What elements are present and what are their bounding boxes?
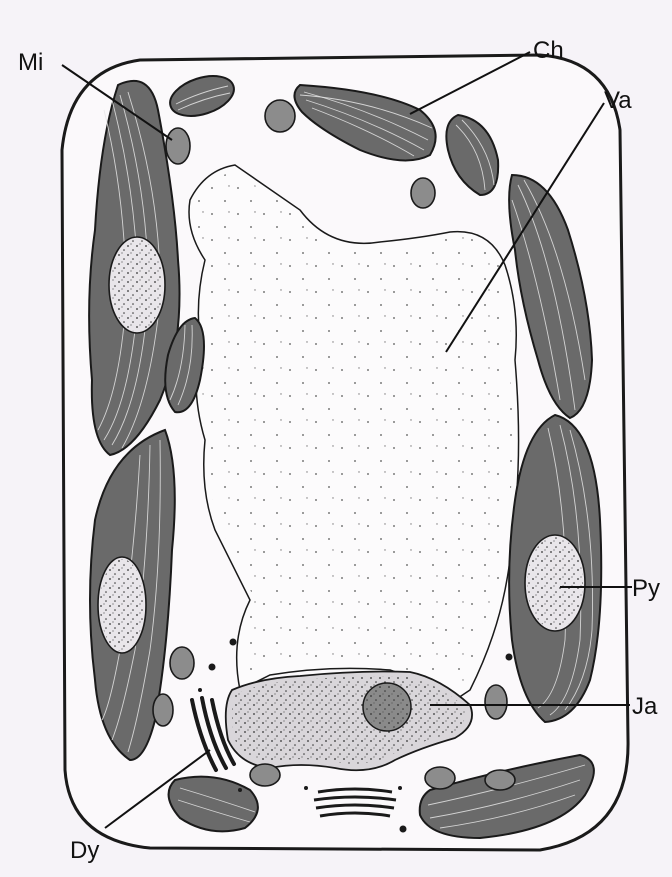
label-py: Py (632, 575, 660, 602)
chloroplast-right-lower (509, 415, 601, 722)
label-mi: Mi (18, 49, 43, 76)
label-dy: Dy (70, 837, 99, 864)
label-ja: Ja (632, 693, 658, 720)
label-ch: Ch (533, 37, 564, 64)
label-va: Va (604, 87, 632, 114)
